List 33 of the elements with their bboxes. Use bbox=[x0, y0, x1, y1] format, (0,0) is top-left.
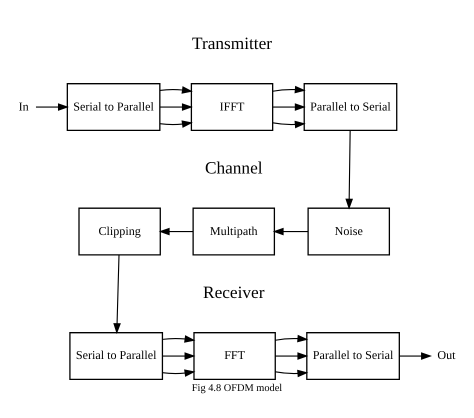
arrow bbox=[399, 352, 432, 360]
node-box: Parallel to Serial bbox=[304, 82, 398, 131]
node-text: In bbox=[18, 98, 29, 113]
arrow bbox=[275, 334, 308, 342]
label: Channel bbox=[204, 158, 263, 178]
arrow bbox=[345, 130, 354, 210]
caption: Fig 4.8 OFDM model bbox=[192, 382, 282, 394]
node-box: Serial to Parallel bbox=[66, 82, 160, 131]
node-box: Serial to Parallel bbox=[69, 332, 164, 380]
arrow bbox=[158, 227, 194, 235]
node-box: IFFT bbox=[190, 82, 274, 131]
arrow bbox=[272, 120, 306, 128]
arrow bbox=[272, 102, 306, 110]
label: Receiver bbox=[203, 282, 264, 302]
node-box: FFT bbox=[193, 332, 276, 380]
node-text: Out bbox=[437, 348, 456, 362]
node-box: Noise bbox=[307, 207, 390, 256]
node-box: Clipping bbox=[78, 207, 161, 256]
arrow bbox=[160, 102, 193, 110]
label: Transmitter bbox=[192, 34, 272, 53]
node-box: Multipath bbox=[192, 207, 276, 256]
arrow bbox=[160, 120, 193, 128]
arrow bbox=[272, 85, 306, 93]
arrow bbox=[275, 369, 308, 377]
arrow bbox=[162, 368, 196, 376]
arrow bbox=[162, 352, 196, 360]
arrow bbox=[275, 352, 308, 360]
arrow bbox=[113, 254, 121, 334]
arrow bbox=[36, 102, 69, 110]
arrow bbox=[160, 86, 193, 94]
arrow bbox=[162, 334, 196, 342]
node-box: Parallel to Serial bbox=[306, 332, 400, 380]
arrow bbox=[272, 227, 308, 235]
